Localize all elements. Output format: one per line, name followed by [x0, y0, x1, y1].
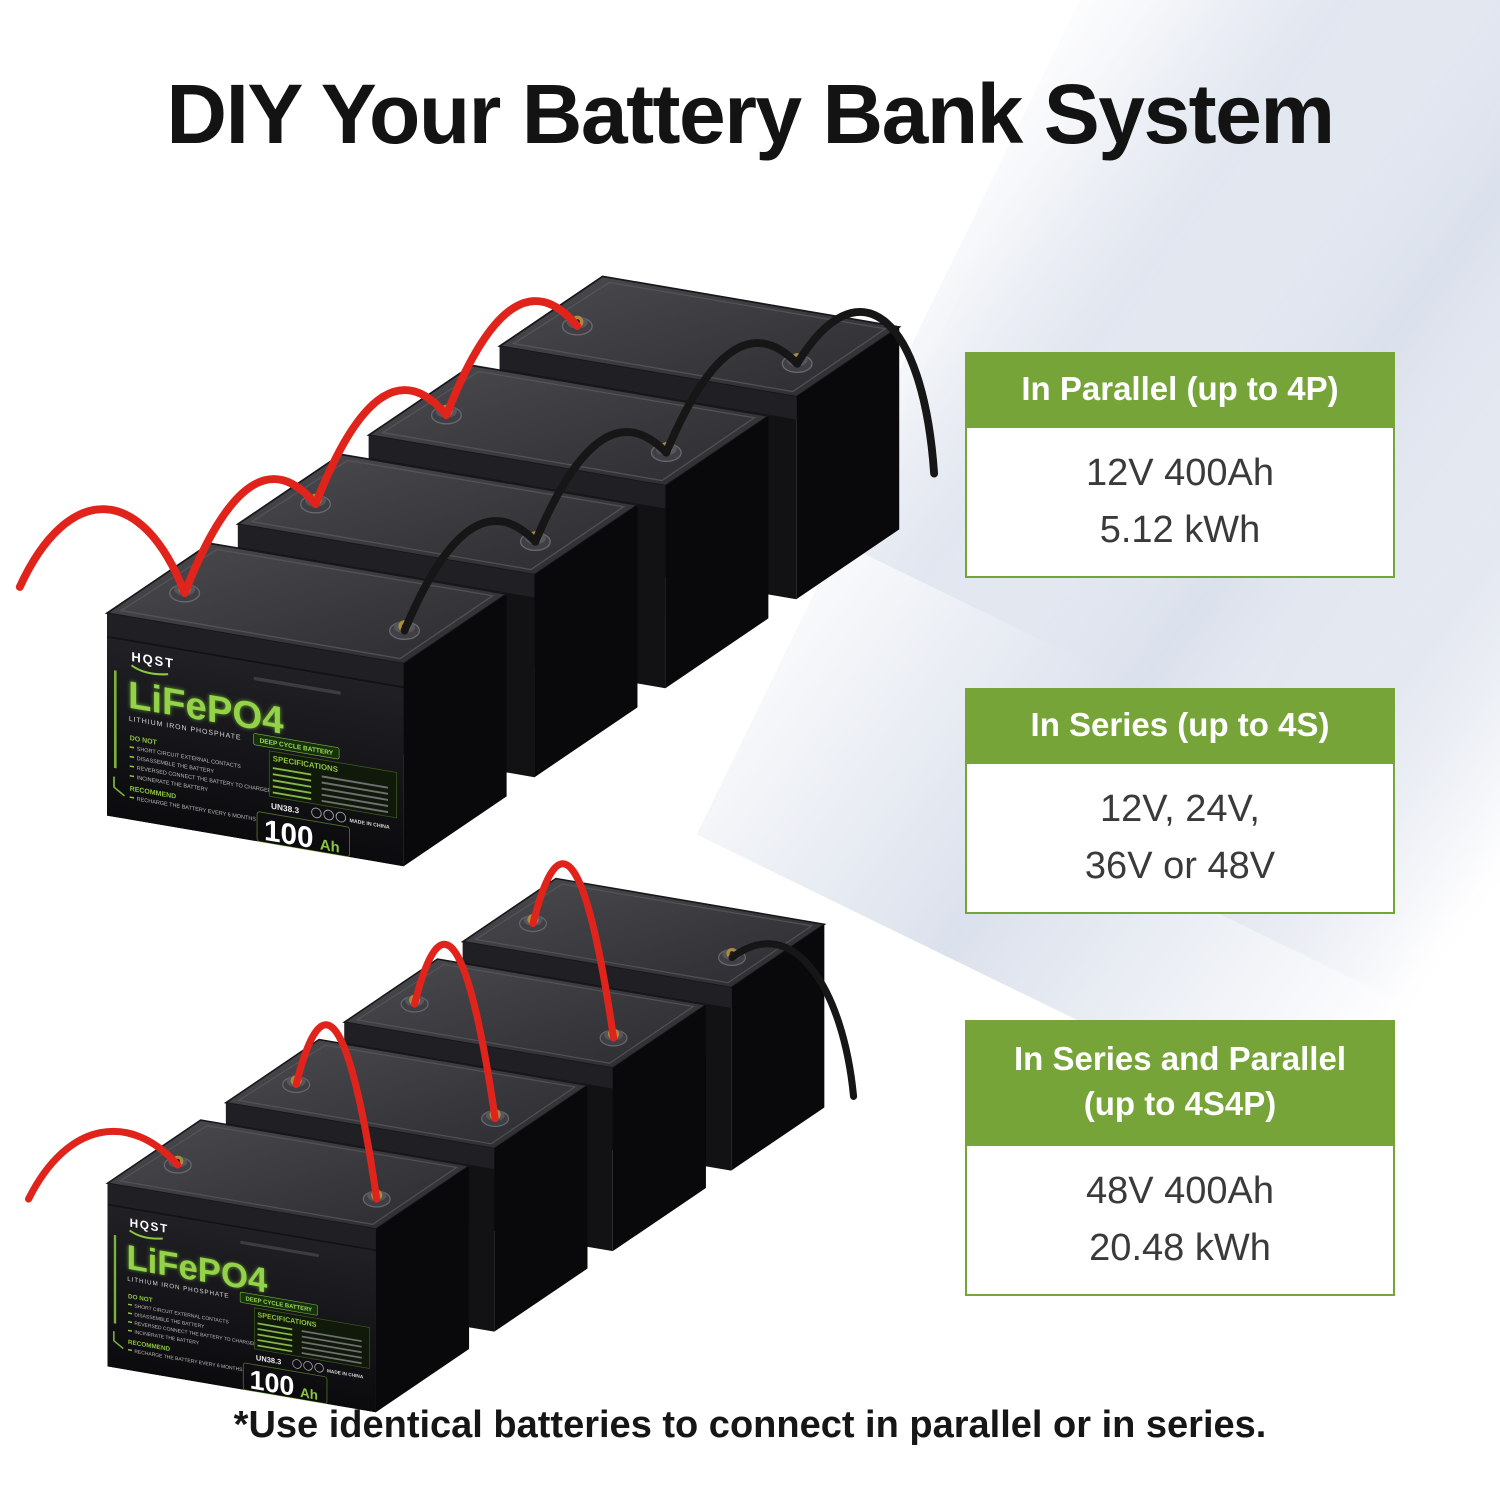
value-line: 36V or 48V: [1084, 845, 1276, 887]
value-line: 5.12 kWh: [1099, 509, 1261, 551]
value-line: 12V, 24V,: [1100, 788, 1260, 830]
series-bank-illustration: [24, 860, 858, 1428]
page-title: DIY Your Battery Bank System: [166, 67, 1335, 161]
value-line: 20.48 kWh: [1089, 1227, 1271, 1269]
callout-body-series-parallel: 48V 400Ah 20.48 kWh: [965, 1144, 1395, 1296]
callout-body-parallel: 12V 400Ah 5.12 kWh: [965, 426, 1395, 578]
value-line: 48V 400Ah: [1085, 1170, 1275, 1212]
callout-header-label: In Parallel (up to 4P): [1021, 369, 1339, 407]
series-black-wire: [728, 940, 858, 1100]
callout-header-series-parallel: In Series and Parallel (up to 4S4P): [965, 1020, 1395, 1144]
callout-header-series: In Series (up to 4S): [965, 688, 1395, 762]
series-red-wires: [24, 860, 618, 1203]
value-line: 12V 400Ah: [1085, 452, 1275, 494]
parallel-black-wires: [400, 308, 939, 635]
callout-header-parallel: In Parallel (up to 4P): [965, 352, 1395, 426]
callout-header-label: In Series (up to 4S): [1030, 705, 1330, 743]
callout-body-series: 12V, 24V, 36V or 48V: [965, 762, 1395, 914]
footnote: *Use identical batteries to connect in p…: [233, 1404, 1267, 1446]
parallel-red-wires: [15, 297, 582, 598]
callout-header-label: In Series and Parallel (up to 4S4P): [1014, 1040, 1346, 1122]
parallel-bank-illustration: [15, 238, 939, 888]
